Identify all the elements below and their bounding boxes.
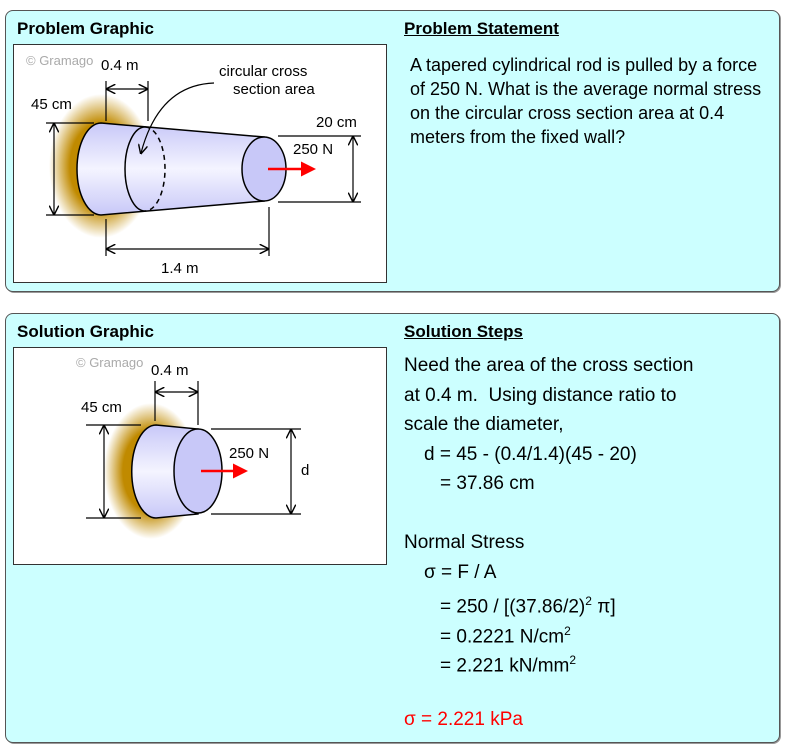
length-label: 1.4 m	[161, 260, 199, 277]
rod-body	[76, 122, 265, 216]
left-diameter-label: 45 cm	[81, 399, 122, 416]
curved-pointer-arrow	[141, 82, 215, 153]
step-line: d = 45 - (0.4/1.4)(45 - 20)	[404, 440, 693, 470]
step-text: Need the area of the cross section	[404, 355, 694, 376]
step-text: Normal Stress	[404, 532, 525, 553]
step-text: d = 45 - (0.4/1.4)(45 - 20)	[424, 443, 637, 465]
watermark: © Gramago	[76, 355, 143, 370]
step-line: = 2.221 kN/mm2	[404, 646, 693, 676]
step-text: = 37.86 cm	[440, 473, 535, 494]
exponent: 2	[585, 594, 592, 608]
distance-label: 0.4 m	[151, 362, 189, 379]
step-line: = 37.86 cm	[404, 469, 693, 499]
watermark: © Gramago	[26, 53, 93, 68]
step-text: σ = F / A	[424, 561, 497, 583]
problem-statement-title: Problem Statement	[404, 19, 559, 38]
solution-graphic-title: Solution Graphic	[17, 322, 154, 341]
final-answer: σ = 2.221 kPa	[404, 705, 693, 735]
step-text: = 2.221 kN/mm	[440, 655, 570, 677]
cross-section-label-2: section area	[233, 81, 315, 98]
solution-diagram: © Gramago 0.4 m 45 cm 250 N d	[13, 347, 387, 565]
tapered-rod-diagram: © Gramago 0.4 m circular cross section a…	[26, 53, 361, 277]
step-line: Normal Stress	[404, 528, 693, 558]
force-label: 250 N	[293, 141, 333, 158]
step-line: at 0.4 m. Using distance ratio to	[404, 381, 693, 411]
step-text: at 0.4 m. Using distance ratio to	[404, 384, 677, 406]
cross-section-dashed	[144, 126, 166, 212]
problem-diagram: © Gramago 0.4 m circular cross section a…	[13, 44, 387, 283]
step-text: = 250 / [(37.86/2)	[440, 596, 586, 618]
cut-rod-diagram: © Gramago 0.4 m 45 cm 250 N d	[76, 355, 309, 539]
step-line: = 0.2221 N/cm2	[404, 617, 693, 647]
problem-statement: A tapered cylindrical rod is pulled by a…	[410, 55, 762, 147]
step-line	[404, 676, 693, 706]
step-text-tail: π]	[591, 596, 616, 618]
distance-label: 0.4 m	[101, 57, 139, 74]
step-line: = 250 / [(37.86/2)2 π]	[404, 587, 693, 617]
step-line: σ = F / A	[404, 558, 693, 588]
solution-steps: Need the area of the cross section at 0.4…	[404, 351, 693, 735]
step-text: σ = 2.221 kPa	[404, 709, 523, 730]
exponent: 2	[564, 623, 571, 638]
cross-section-label-1: circular cross	[219, 63, 307, 80]
left-diameter-label: 45 cm	[31, 96, 72, 113]
cross-section-solid	[124, 126, 146, 212]
solution-steps-title: Solution Steps	[404, 322, 523, 341]
step-line: scale the diameter,	[404, 410, 693, 440]
step-text: = 0.2221 N/cm	[440, 625, 565, 647]
problem-graphic-title: Problem Graphic	[17, 19, 154, 38]
right-diameter-label: 20 cm	[316, 114, 357, 131]
step-line: Need the area of the cross section	[404, 351, 693, 381]
d-label: d	[301, 462, 309, 479]
step-line	[404, 499, 693, 529]
exponent: 2	[569, 653, 577, 667]
force-label: 250 N	[229, 445, 269, 462]
step-text: scale the diameter,	[404, 414, 564, 435]
